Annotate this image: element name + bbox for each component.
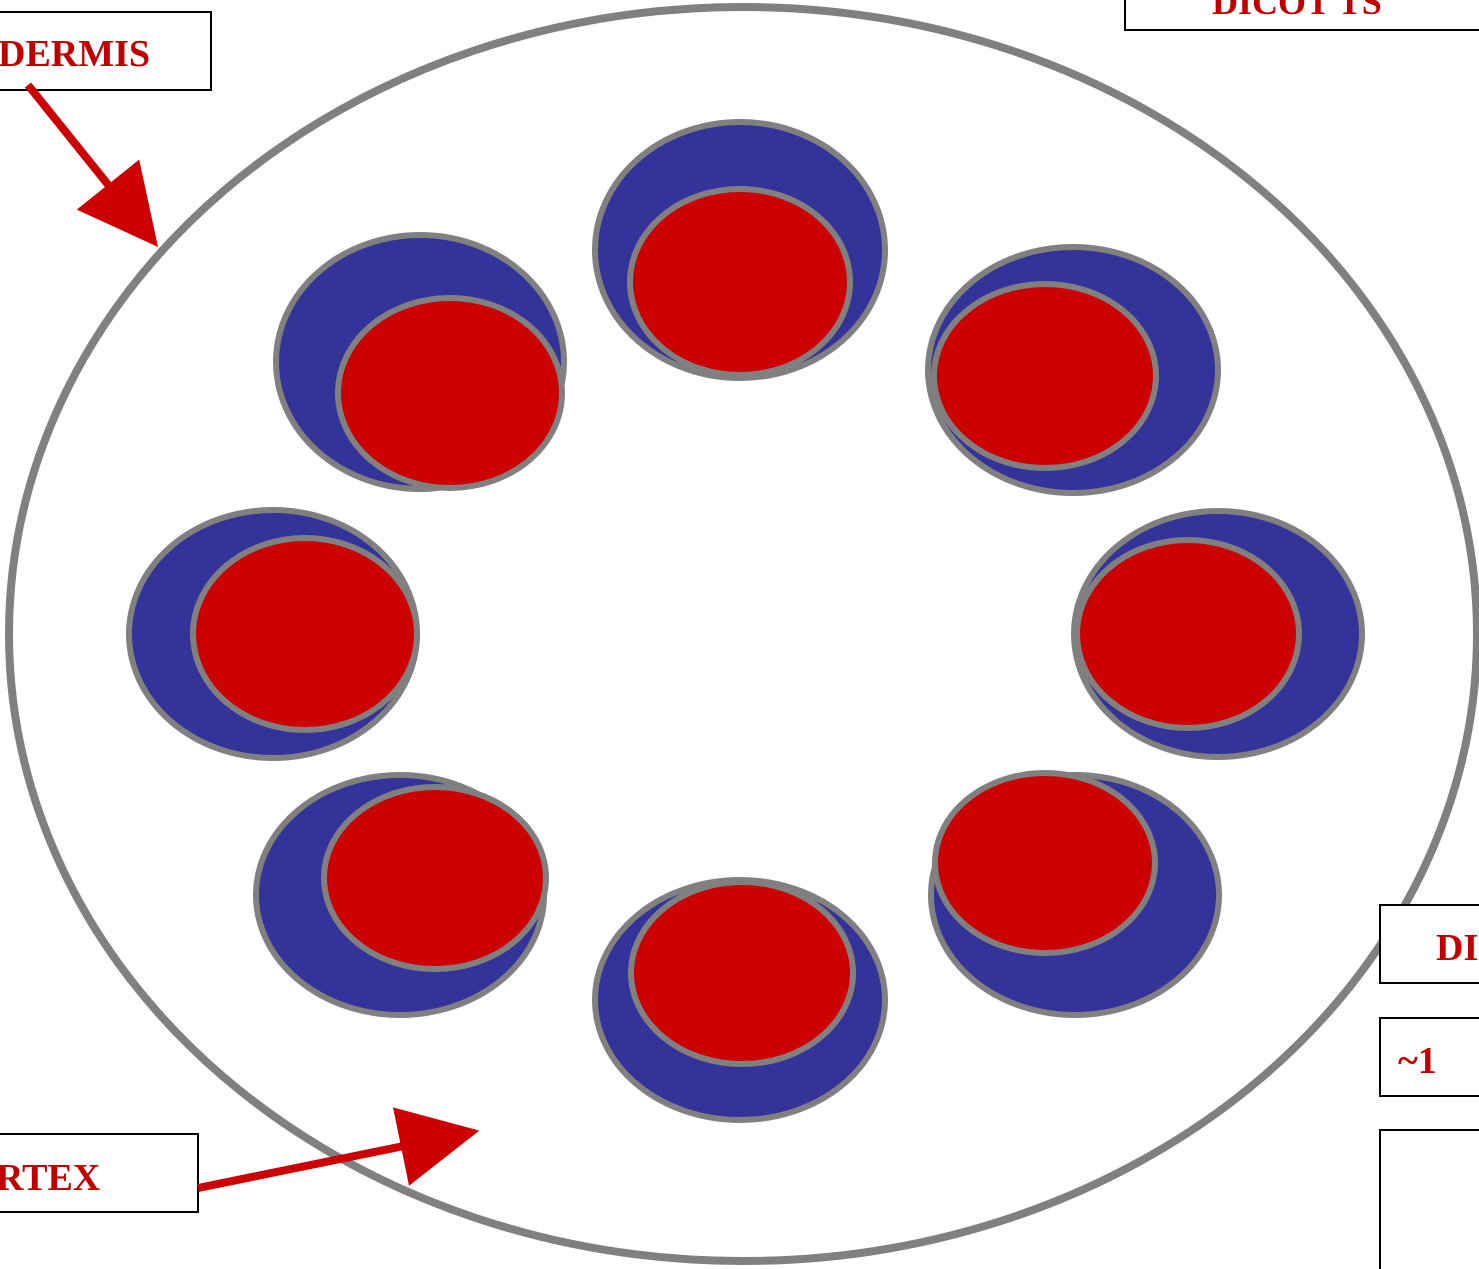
epidermis-arrow (28, 85, 138, 222)
right-label-box-3 (1380, 1130, 1479, 1269)
vascular-bundle-right (1074, 511, 1362, 757)
xylem (193, 538, 417, 730)
vascular-bundle-bottom (595, 880, 885, 1120)
cortex-label: RTEX (0, 1134, 198, 1212)
vascular-bundle-top (595, 122, 885, 378)
right-label-1-text: DI (1436, 927, 1478, 969)
xylem (324, 787, 546, 969)
title-box: DICOT TS (1125, 0, 1479, 30)
vascular-bundle-top-left (276, 235, 564, 489)
xylem (631, 882, 853, 1064)
vascular-bundle-left (129, 510, 417, 758)
cortex-label-text: RTEX (0, 1157, 100, 1199)
vascular-bundle-bottom-left (256, 775, 546, 1015)
epidermis-label: DERMIS (0, 12, 211, 90)
xylem (935, 773, 1155, 953)
xylem (1077, 540, 1299, 728)
right-label-box-2: ~1 (1380, 1018, 1479, 1096)
vascular-bundle-top-right (928, 247, 1218, 493)
epidermis-label-text: DERMIS (0, 33, 150, 75)
title-text: DICOT TS (1212, 0, 1382, 22)
right-label-box-1: DI (1380, 905, 1479, 983)
xylem (338, 298, 562, 488)
xylem (630, 189, 850, 375)
xylem (934, 284, 1156, 468)
right-label-2-text: ~1 (1398, 1040, 1437, 1082)
vascular-bundle-bottom-right (931, 773, 1219, 1015)
